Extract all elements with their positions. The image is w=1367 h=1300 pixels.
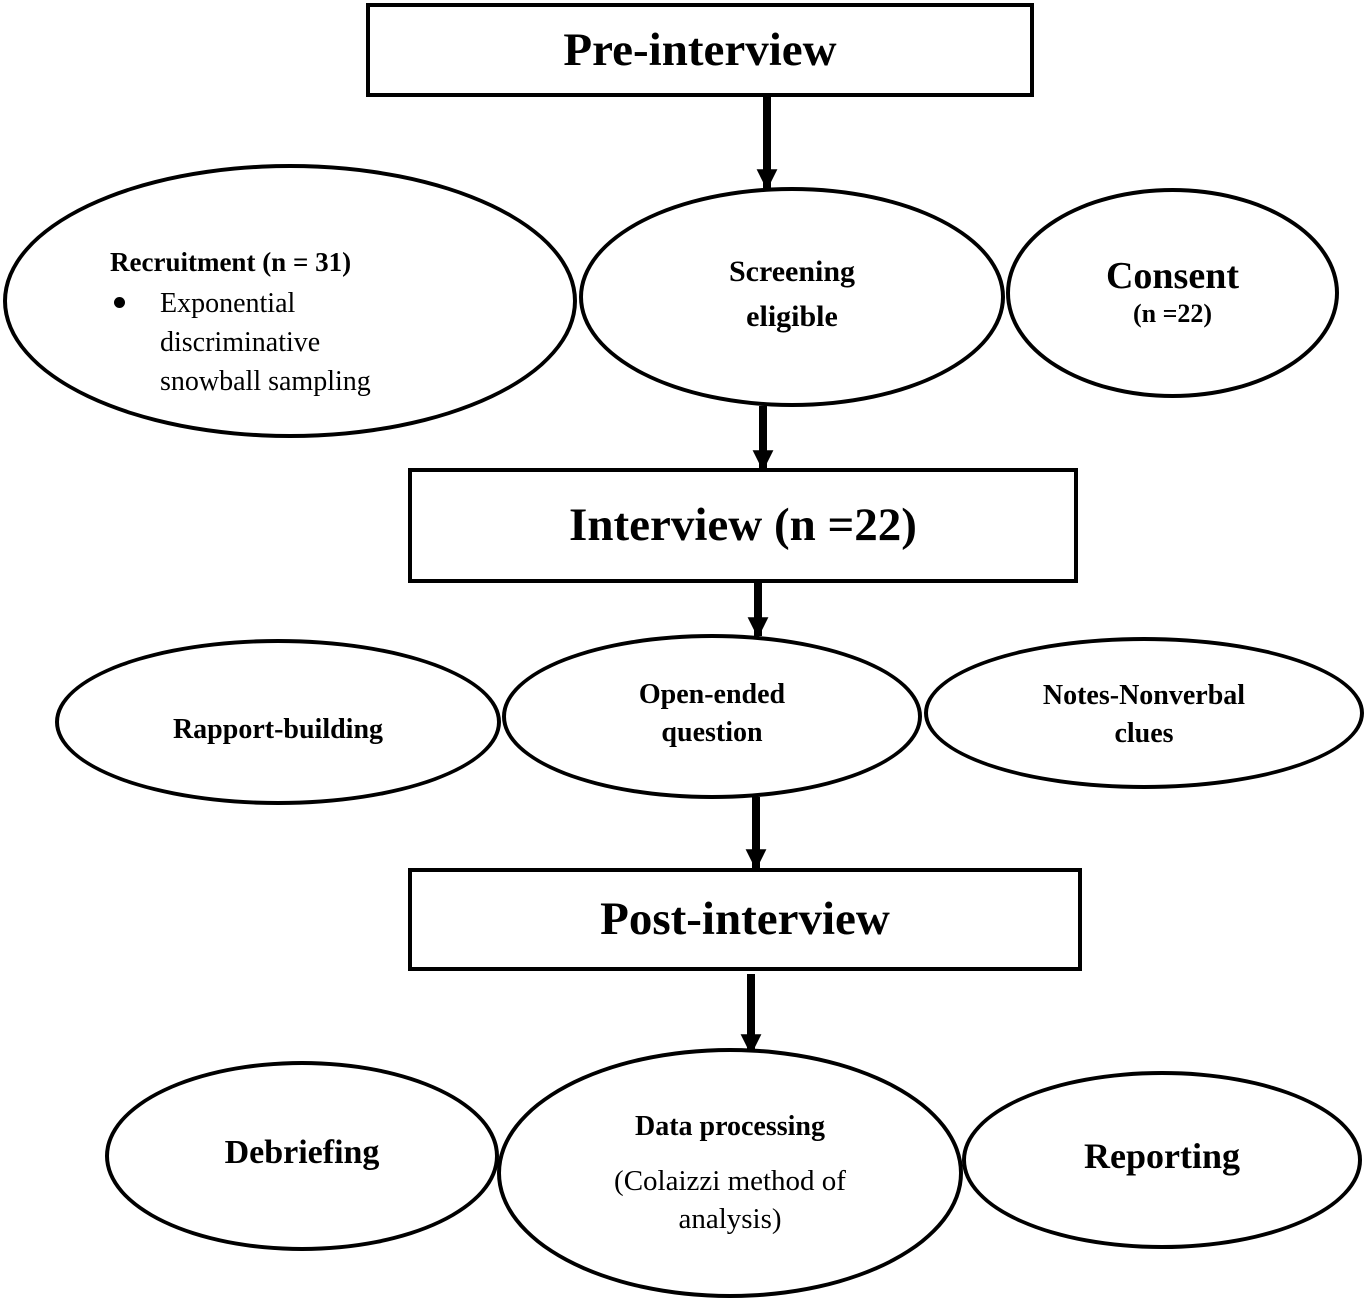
notes-nonverbal-node: Notes-Nonverbal clues — [924, 637, 1364, 789]
data-processing-label: Data processing — [634, 1111, 826, 1142]
consent-node: Consent (n =22) — [1006, 188, 1339, 398]
debriefing-label: Debriefing — [224, 1134, 380, 1171]
recruitment-bullet-line-3: snowball sampling — [160, 366, 371, 397]
screening-node: Screening eligible — [579, 187, 1005, 407]
pre-interview-box: Pre-interview — [366, 3, 1034, 97]
notes-line-2: clues — [1114, 718, 1174, 749]
open-ended-line-1: Open-ended — [638, 678, 786, 710]
post-interview-title: Post-interview — [600, 893, 890, 945]
data-processing-node: Data processing (Colaizzi method of anal… — [497, 1048, 963, 1298]
debriefing-node: Debriefing — [105, 1061, 499, 1251]
recruitment-node — [3, 164, 577, 438]
recruitment-bullet-line-1: Exponential — [160, 288, 296, 319]
screening-line-2: eligible — [746, 300, 838, 333]
rapport-building-node: Rapport-building — [55, 639, 501, 805]
consent-count: (n =22) — [1132, 299, 1213, 328]
recruitment-title: Recruitment (n = 31) — [110, 247, 352, 277]
open-ended-question-node: Open-ended question — [502, 634, 922, 799]
bullet-dot — [114, 297, 125, 308]
notes-line-1: Notes-Nonverbal — [1042, 680, 1246, 711]
reporting-node: Reporting — [962, 1071, 1362, 1249]
data-processing-sub-line-1: (Colaizzi method of — [614, 1165, 846, 1197]
screening-line-1: Screening — [728, 255, 856, 288]
interview-box: Interview (n =22) — [408, 468, 1078, 583]
consent-label: Consent — [1105, 255, 1240, 297]
recruitment-bullet-line-2: discriminative — [160, 327, 321, 358]
rapport-building-label: Rapport-building — [172, 714, 384, 745]
post-interview-box: Post-interview — [408, 868, 1082, 971]
reporting-label: Reporting — [1084, 1136, 1240, 1176]
interview-title: Interview (n =22) — [569, 499, 917, 551]
open-ended-line-2: question — [661, 716, 763, 748]
pre-interview-title: Pre-interview — [563, 23, 837, 76]
data-processing-sub-line-2: analysis) — [678, 1203, 782, 1235]
